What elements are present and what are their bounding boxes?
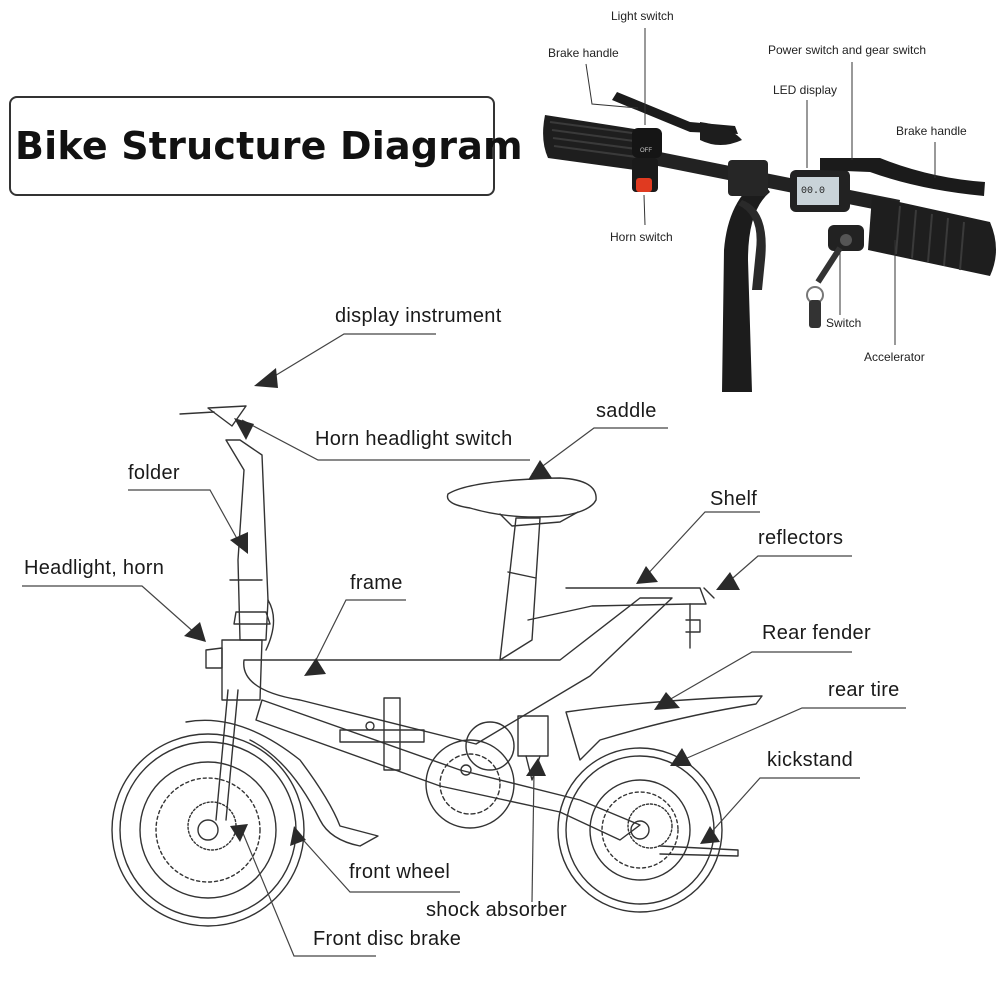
label-frame: frame: [350, 572, 403, 594]
horn-button-icon: [636, 178, 652, 192]
label-saddle: saddle: [596, 400, 657, 422]
lcd-readout: 00.0: [801, 186, 825, 197]
label-horn-switch: Horn switch: [610, 230, 673, 244]
label-accelerator: Accelerator: [864, 350, 925, 364]
label-shelf: Shelf: [710, 488, 758, 510]
label-front-disc-brake: Front disc brake: [313, 928, 462, 950]
diagram-title: Bike Structure Diagram: [15, 124, 523, 168]
label-brake-handle-right: Brake handle: [896, 124, 967, 138]
off-button-text: OFF: [640, 148, 652, 154]
title-box: Bike Structure Diagram: [9, 96, 523, 196]
label-shock-absorber: shock absorber: [426, 899, 567, 921]
label-switch: Switch: [826, 316, 862, 330]
label-light-switch: Light switch: [611, 9, 674, 23]
label-rear-tire: rear tire: [828, 679, 900, 701]
handlebar-photo: OFF 00.0: [543, 28, 996, 392]
label-display-instrument: display instrument: [335, 305, 502, 327]
label-headlight-horn: Headlight, horn: [24, 557, 165, 579]
label-power-gear-switch: Power switch and gear switch: [768, 43, 927, 57]
label-folder: folder: [128, 462, 180, 484]
label-front-wheel: front wheel: [349, 861, 451, 883]
label-led-display: LED display: [773, 83, 838, 97]
label-rear-fender: Rear fender: [762, 622, 871, 644]
label-horn-headlight-switch: Horn headlight switch: [315, 428, 513, 450]
label-kickstand: kickstand: [767, 749, 854, 771]
label-brake-handle-left: Brake handle: [548, 46, 619, 60]
front-wheel-drawing: [111, 733, 305, 927]
label-reflectors: reflectors: [758, 527, 844, 549]
rear-wheel-drawing: [557, 747, 723, 913]
